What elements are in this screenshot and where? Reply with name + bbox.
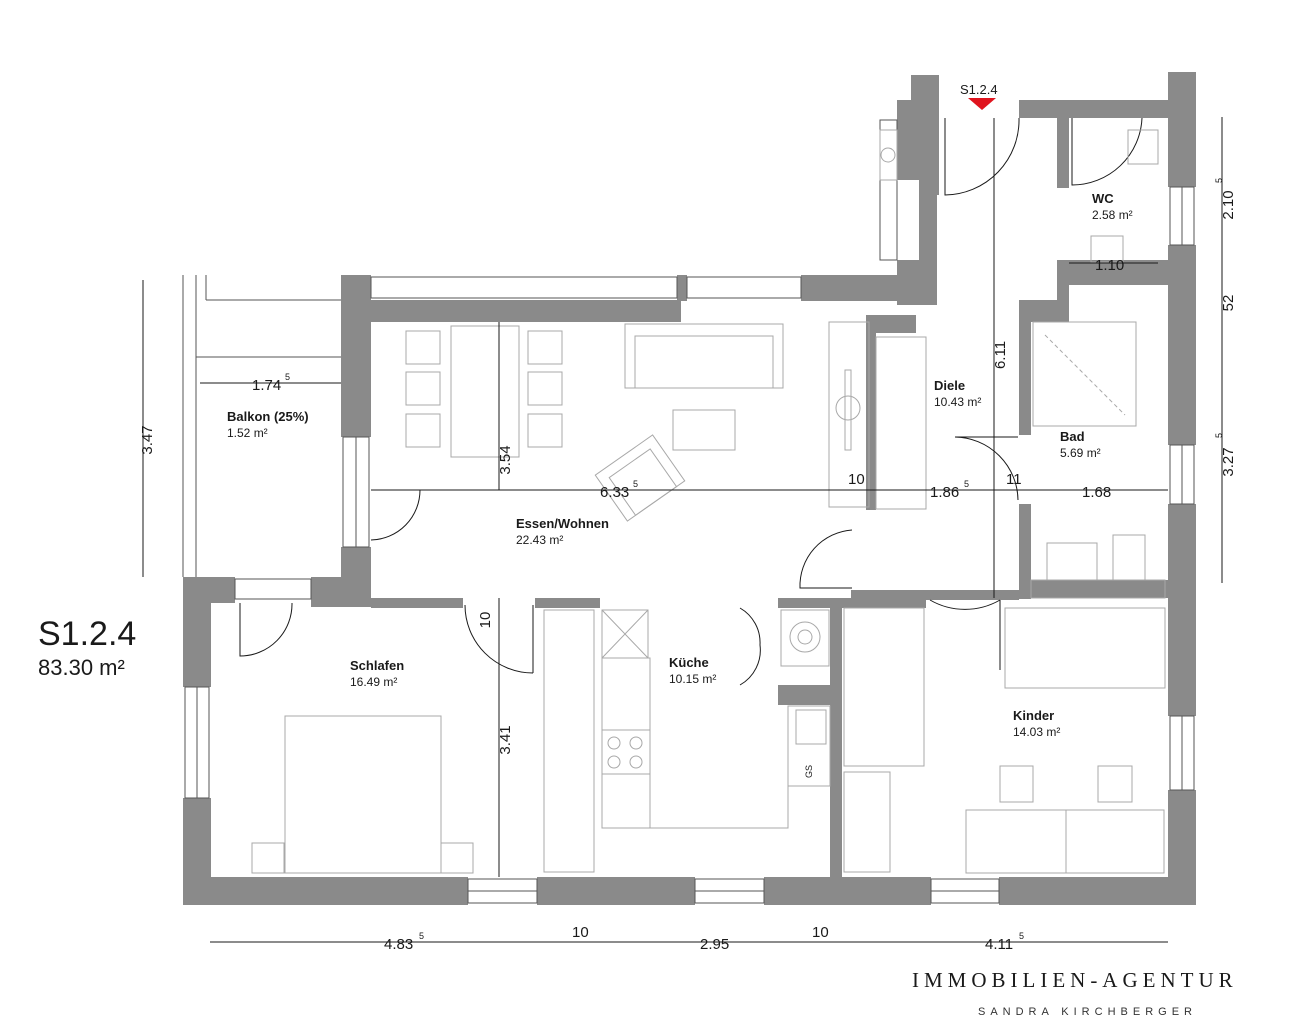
room-area-essen: 22.43 m² [516, 533, 563, 547]
dim-right-bottom: 3.27 [1220, 447, 1237, 476]
dim-bottom-2: 2.95 [700, 936, 729, 953]
dim-bottom-wall-2: 10 [812, 924, 829, 941]
dim-bottom-1: 4.83 [384, 936, 413, 953]
dim-right-top-sup: 5 [1214, 178, 1224, 183]
room-area-balkon: 1.52 m² [227, 426, 268, 440]
doors [239, 117, 1143, 686]
room-name-schlafen: Schlafen [350, 658, 404, 673]
dim-bottom-3-sup: 5 [1019, 931, 1024, 941]
room-name-bad: Bad [1060, 429, 1085, 444]
dim-essen-width-sup: 5 [633, 479, 638, 489]
entry-marker-icon [968, 98, 996, 110]
room-area-diele: 10.43 m² [934, 395, 981, 409]
brand-sub: SANDRA KIRCHBERGER [978, 1006, 1197, 1018]
room-name-wc: WC [1092, 191, 1114, 206]
walls [183, 72, 1196, 905]
unit-id: S1.2.4 [38, 615, 136, 653]
balkon-railing [182, 275, 341, 577]
windows [184, 119, 1195, 904]
dim-diele-width: 1.86 [930, 484, 959, 501]
room-area-wc: 2.58 m² [1092, 208, 1133, 222]
dim-bad-width: 1.68 [1082, 484, 1111, 501]
room-area-kinder: 14.03 m² [1013, 725, 1060, 739]
room-area-bad: 5.69 m² [1060, 446, 1101, 460]
room-area-kueche: 10.15 m² [669, 672, 716, 686]
brand-name: IMMOBILIEN-AGENTUR [912, 968, 1238, 992]
room-name-kueche: Küche [669, 655, 709, 670]
furniture [251, 129, 1166, 874]
room-name-balkon: Balkon (25%) [227, 409, 309, 424]
room-name-diele: Diele [934, 378, 965, 393]
dimension-lines [142, 117, 1223, 943]
dim-balkon-depth: 3.47 [139, 425, 156, 454]
dim-bottom-1-sup: 5 [419, 931, 424, 941]
dim-schlafen-depth: 3.41 [497, 725, 514, 754]
dim-balkon-width: 1.74 [252, 377, 281, 394]
dim-right-top: 2.10 [1220, 190, 1237, 219]
dim-bottom-wall-1: 10 [572, 924, 589, 941]
dim-right-mid: 52 [1220, 295, 1237, 312]
dim-essen-width: 6.33 [600, 484, 629, 501]
dim-bottom-3: 4.11 [985, 936, 1013, 953]
dim-diele-width-sup: 5 [964, 479, 969, 489]
dim-balkon-width-sup: 5 [285, 372, 290, 382]
appliance-gs-label: GS [804, 765, 814, 778]
entry-marker-label: S1.2.4 [960, 82, 998, 97]
dim-diele-length: 6.11 [992, 341, 1009, 369]
room-area-schlafen: 16.49 m² [350, 675, 397, 689]
room-name-kinder: Kinder [1013, 708, 1054, 723]
dim-wall-11: 11 [1006, 471, 1022, 488]
dim-wall-10-b: 10 [477, 612, 494, 629]
dim-wall-10-a: 10 [848, 471, 865, 488]
room-name-essen: Essen/Wohnen [516, 516, 609, 531]
dim-right-bottom-sup: 5 [1214, 433, 1224, 438]
dim-wc-width: 1.10 [1095, 257, 1124, 274]
dim-essen-depth: 3.54 [497, 445, 514, 474]
unit-total-area: 83.30 m² [38, 655, 125, 680]
